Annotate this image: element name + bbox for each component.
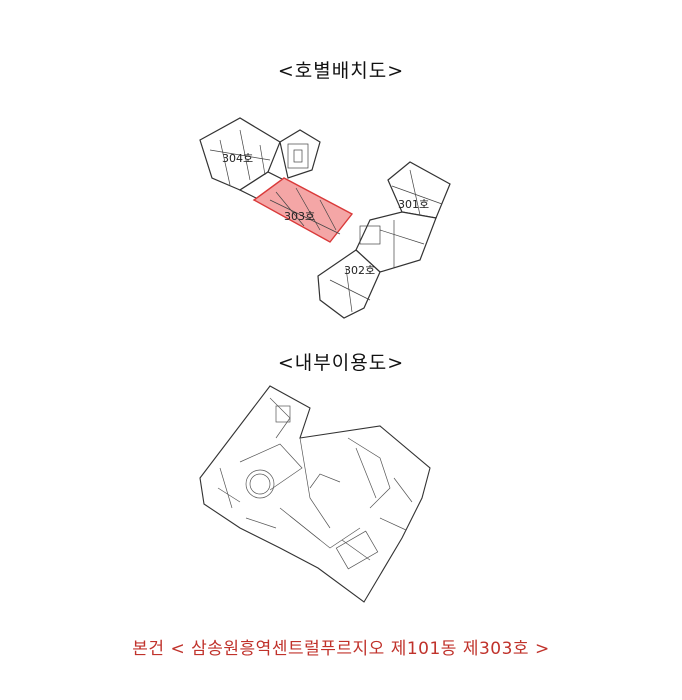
unit-layout-floor-plan: 304호 303호 302호 301호 [199,117,451,319]
property-caption: 본건 < 삼송원흥역센트럴푸르지오 제101동 제303호 > [132,639,550,659]
unit-layout-heading: <호별배치도> [277,60,405,82]
interior-floor-plan [199,385,431,603]
unit-label: 301호 [398,198,429,211]
unit-label: 303호 [284,210,315,223]
unit-303-highlight [252,177,354,243]
unit-label: 304호 [222,152,253,165]
unit-label: 302호 [344,264,375,277]
interior-layout-heading: <내부이용도> [277,352,405,374]
